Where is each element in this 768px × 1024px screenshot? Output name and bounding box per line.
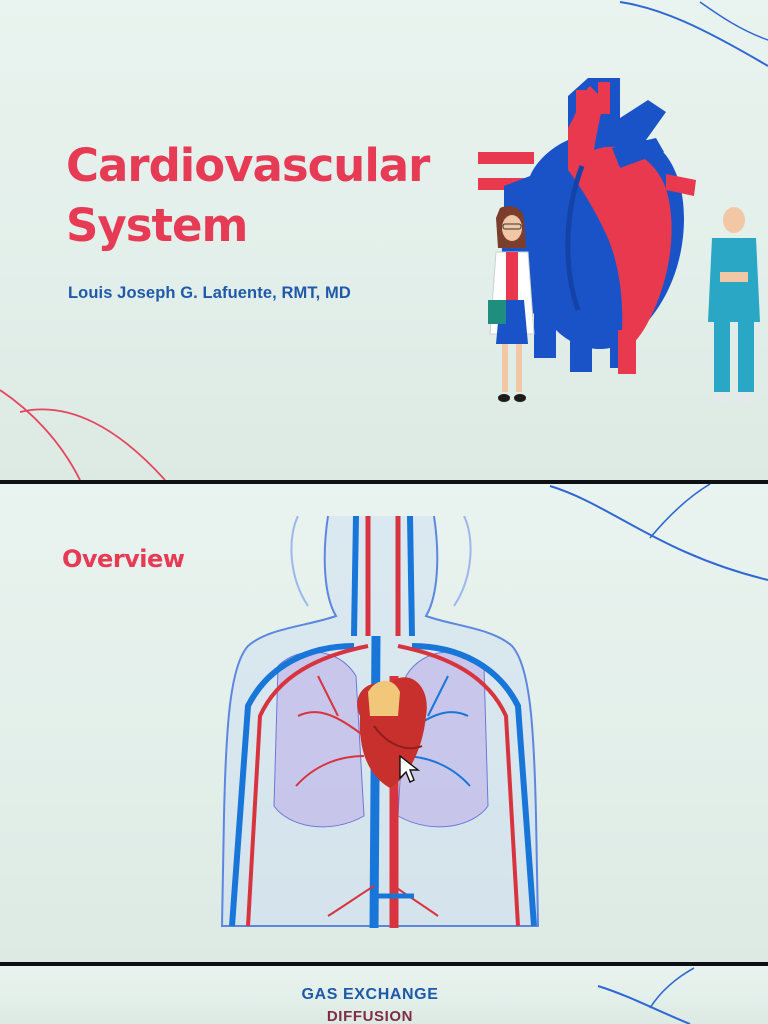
doctor-female-icon: [488, 206, 535, 402]
slide-title-text: Cardiovascular System: [66, 139, 430, 252]
slide-title: Cardiovascular System Louis Joseph G. La…: [0, 0, 768, 480]
decor-curve-top-right: [549, 484, 768, 581]
mouse-cursor-icon: [399, 754, 420, 783]
circulatory-system-illustration: [220, 516, 540, 928]
slide-heading-line-1: GAS EXCHANGE: [301, 986, 439, 1003]
nurse-male-icon: [708, 207, 760, 403]
slide-overview: Overview: [0, 484, 768, 962]
heart-illustration: [478, 78, 696, 374]
presenter-name: Louis Joseph G. Lafuente, RMT, MD: [68, 284, 351, 302]
slide-heading-line-2: DIFFUSION: [326, 1008, 414, 1024]
decor-curve-bottom-left: [0, 389, 166, 480]
slide-gas-exchange: GAS EXCHANGE DIFFUSION: [0, 966, 768, 1024]
slide-title-text: Overview: [62, 545, 185, 573]
decor-curve-top-right: [619, 1, 768, 67]
